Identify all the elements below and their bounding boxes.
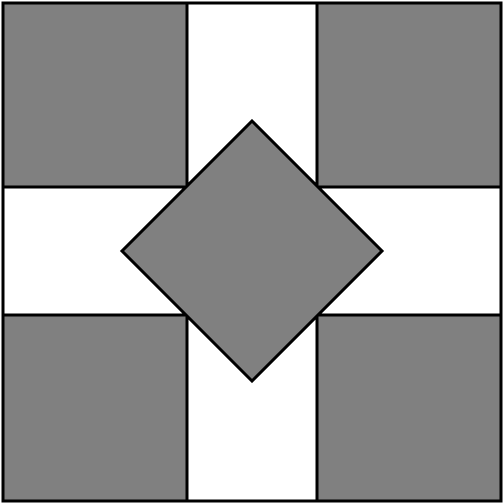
bottom-right-square: [315, 313, 503, 503]
center-diamond: [119, 118, 385, 384]
bottom-left-square: [1, 313, 189, 503]
top-right-square: [315, 1, 503, 189]
top-left-square: [1, 1, 189, 189]
